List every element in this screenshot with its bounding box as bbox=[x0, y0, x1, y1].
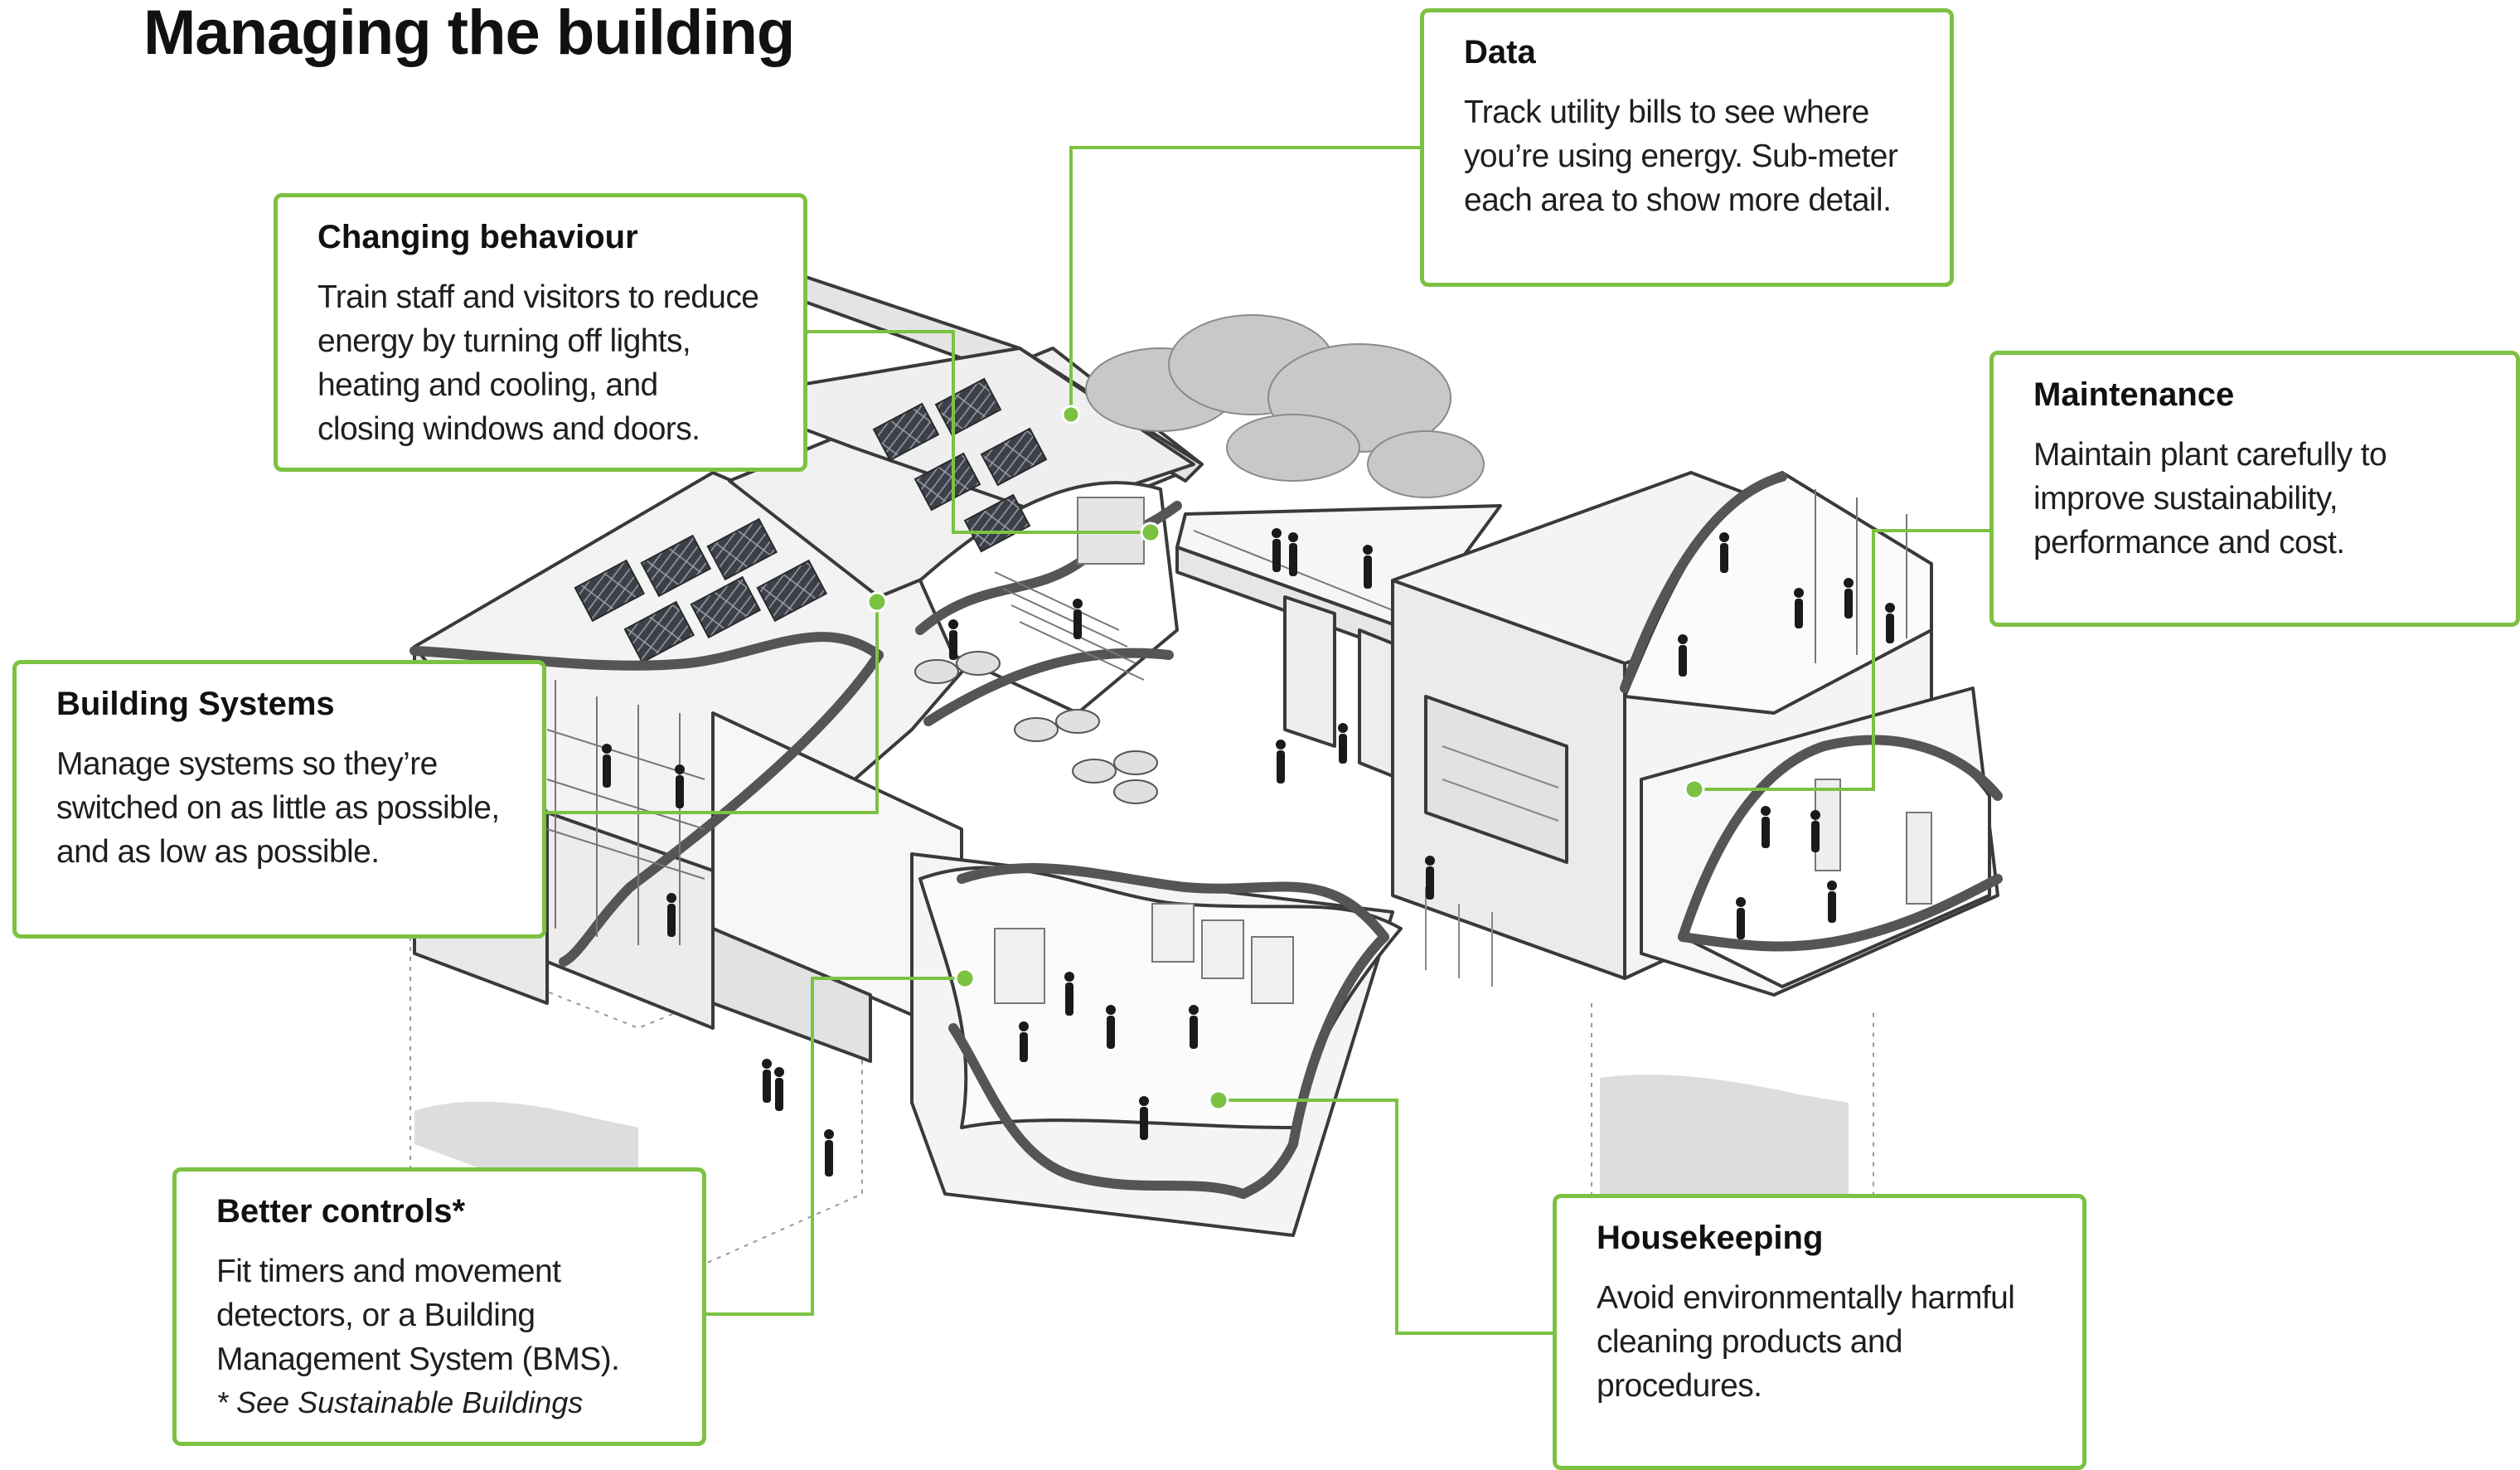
cutaway-edges bbox=[410, 472, 2003, 1199]
callout-title: Better controls* bbox=[216, 1193, 466, 1230]
interior-details bbox=[546, 489, 1932, 1004]
callout-body: Fit timers and movement detectors, or a … bbox=[216, 1254, 620, 1377]
callout-title: Data bbox=[1464, 34, 1536, 70]
callout-data: Data Track utility bills to see where yo… bbox=[1420, 8, 1954, 287]
callout-changing-behaviour: Changing behaviour Train staff and visit… bbox=[274, 193, 807, 472]
callout-body: Avoid environmentally harmful cleaning p… bbox=[1597, 1280, 2015, 1404]
callout-body: Manage systems so they’re switched on as… bbox=[56, 746, 500, 870]
callout-maintenance: Maintenance Maintain plant carefully to … bbox=[1989, 351, 2520, 627]
callout-title: Housekeeping bbox=[1597, 1220, 1824, 1256]
leader-lines bbox=[546, 146, 1989, 1335]
callout-body: Train staff and visitors to reduce energ… bbox=[317, 279, 759, 447]
callout-building-systems: Building Systems Manage systems so they’… bbox=[12, 660, 546, 939]
callout-title: Building Systems bbox=[56, 686, 335, 722]
roof-garden bbox=[1085, 314, 1485, 498]
people bbox=[602, 528, 1895, 1176]
page-title: Managing the building bbox=[143, 0, 795, 68]
callout-better-controls: Better controls* Fit timers and movement… bbox=[172, 1167, 706, 1446]
callout-body: Maintain plant carefully to improve sust… bbox=[2033, 437, 2387, 560]
callout-housekeeping: Housekeeping Avoid environmentally harmf… bbox=[1553, 1194, 2086, 1470]
callout-body: Track utility bills to see where you’re … bbox=[1464, 95, 1898, 218]
callout-footnote: * See Sustainable Buildings bbox=[216, 1385, 584, 1419]
anchor-dots bbox=[866, 405, 1705, 1111]
callout-title: Changing behaviour bbox=[317, 219, 638, 255]
callout-title: Maintenance bbox=[2033, 376, 2235, 413]
